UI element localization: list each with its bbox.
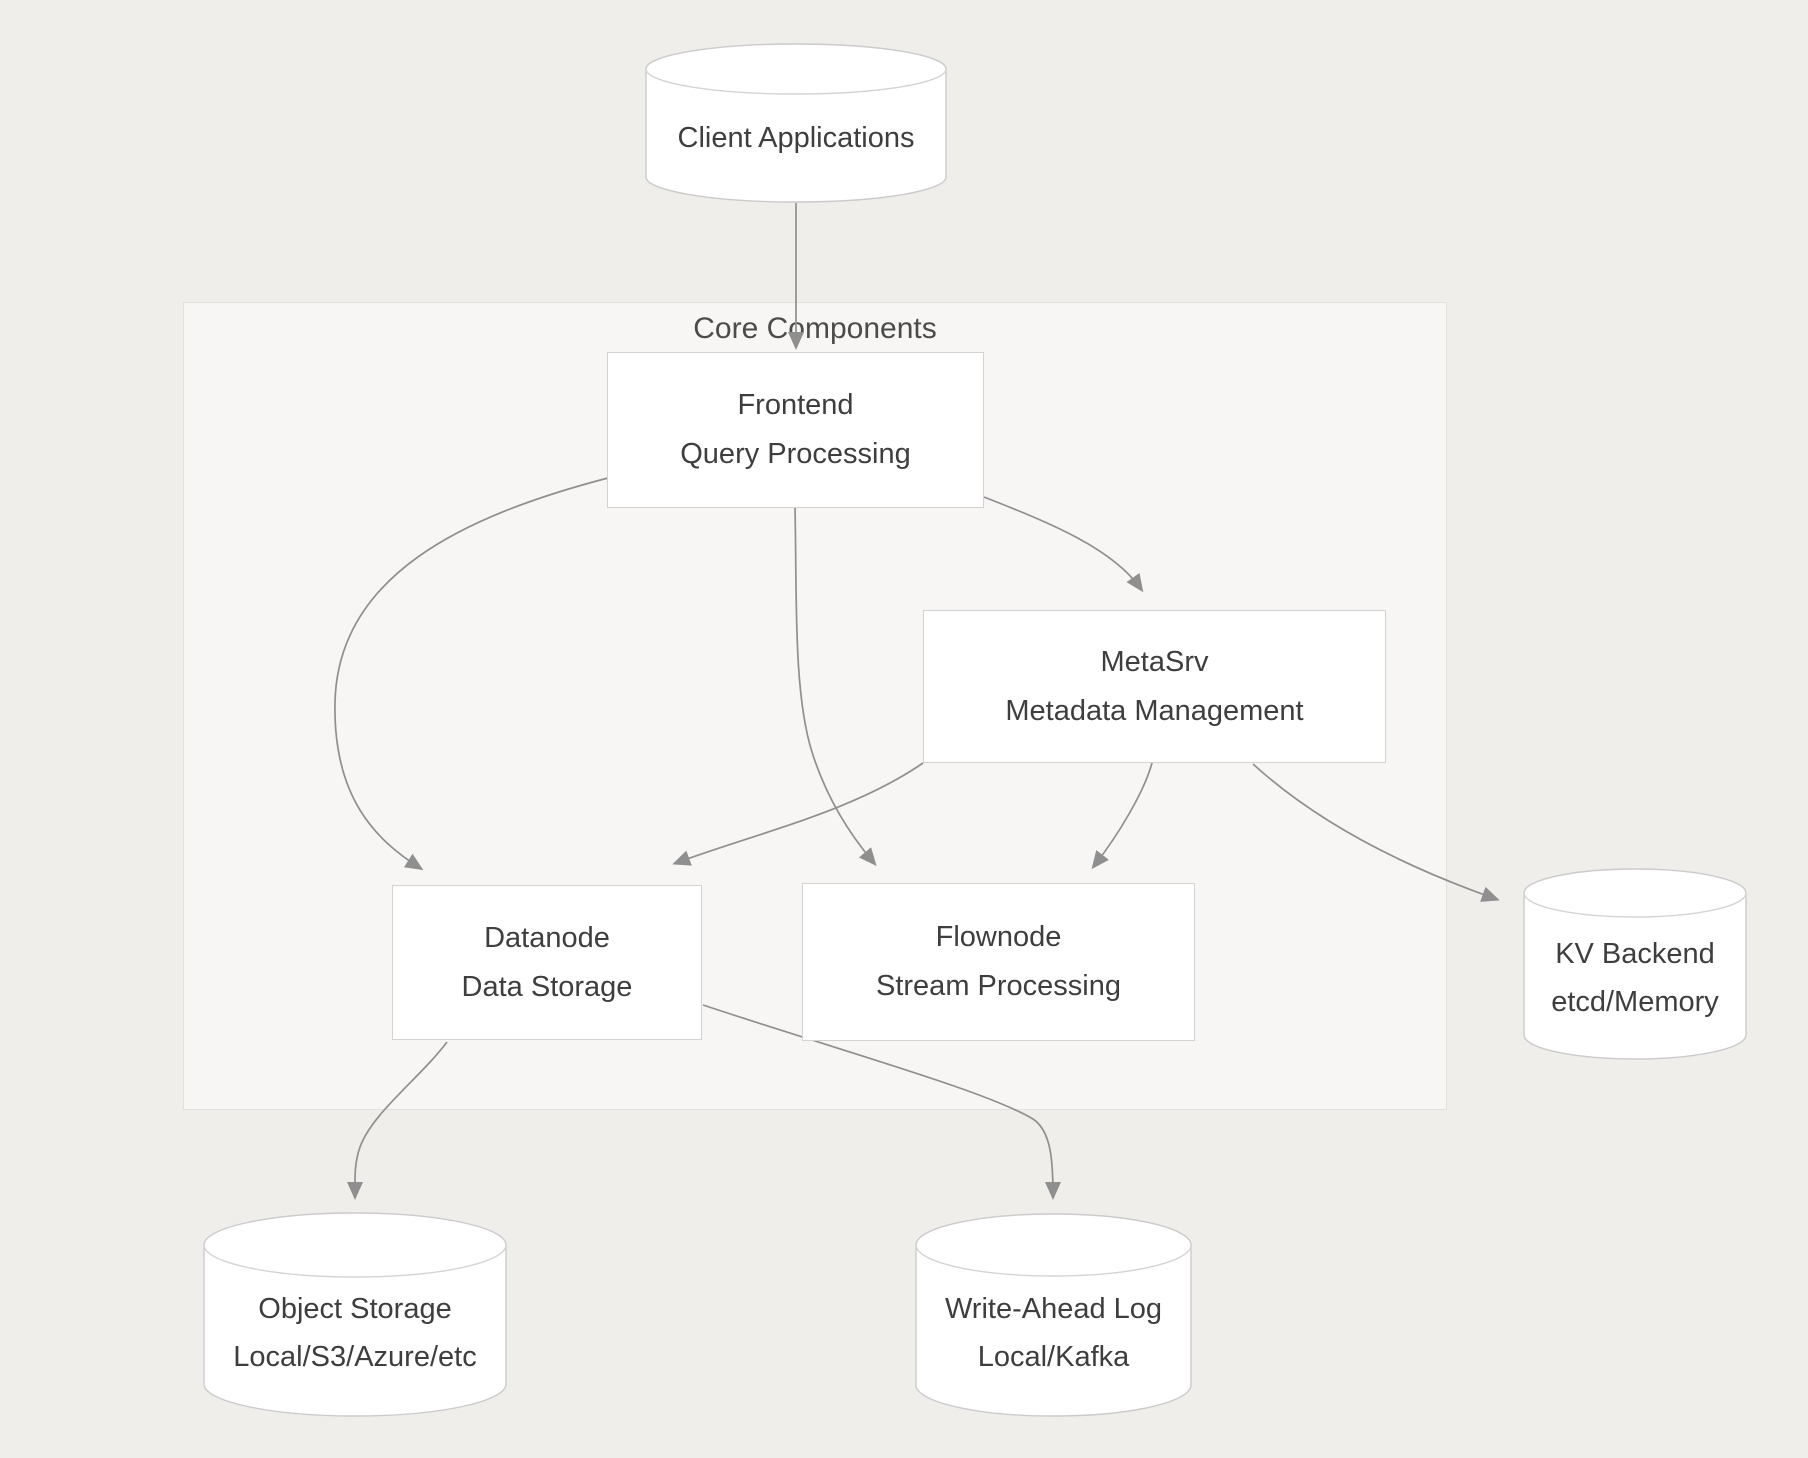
node-datanode-subtitle: Data Storage xyxy=(461,970,633,1003)
node-write-ahead-log: Write-Ahead Log Local/Kafka xyxy=(915,1213,1192,1417)
node-flownode-title: Flownode xyxy=(935,921,1062,953)
node-object-storage-subtitle: Local/S3/Azure/etc xyxy=(233,1341,477,1373)
cylinder-shape xyxy=(203,1212,507,1417)
node-kv-backend-title: KV Backend xyxy=(1555,938,1715,970)
node-object-storage: Object Storage Local/S3/Azure/etc xyxy=(203,1212,507,1417)
node-datanode-title: Datanode xyxy=(484,921,610,954)
node-frontend-title: Frontend xyxy=(737,389,854,421)
node-write-ahead-log-title: Write-Ahead Log xyxy=(944,1293,1163,1325)
node-flownode: Flownode Stream Processing xyxy=(802,883,1195,1041)
node-frontend: Frontend Query Processing xyxy=(607,352,984,508)
node-client-applications-label: Client Applications xyxy=(677,122,915,154)
node-flownode-subtitle: Stream Processing xyxy=(876,970,1121,1002)
node-datanode: Datanode Data Storage xyxy=(392,885,702,1040)
cylinder-shape xyxy=(645,43,947,203)
node-metasrv: MetaSrv Metadata Management xyxy=(923,610,1386,763)
node-object-storage-title: Object Storage xyxy=(258,1293,452,1325)
node-metasrv-title: MetaSrv xyxy=(1100,645,1209,678)
node-kv-backend: KV Backend etcd/Memory xyxy=(1523,868,1747,1060)
node-kv-backend-subtitle: etcd/Memory xyxy=(1551,986,1719,1018)
node-metasrv-subtitle: Metadata Management xyxy=(1005,694,1304,727)
cylinder-shape xyxy=(1523,868,1747,1060)
cylinder-shape xyxy=(915,1213,1192,1417)
node-client-applications: Client Applications xyxy=(645,43,947,203)
subgraph-core-components-label: Core Components xyxy=(693,312,937,345)
node-frontend-subtitle: Query Processing xyxy=(680,438,911,470)
node-write-ahead-log-subtitle: Local/Kafka xyxy=(977,1341,1130,1373)
